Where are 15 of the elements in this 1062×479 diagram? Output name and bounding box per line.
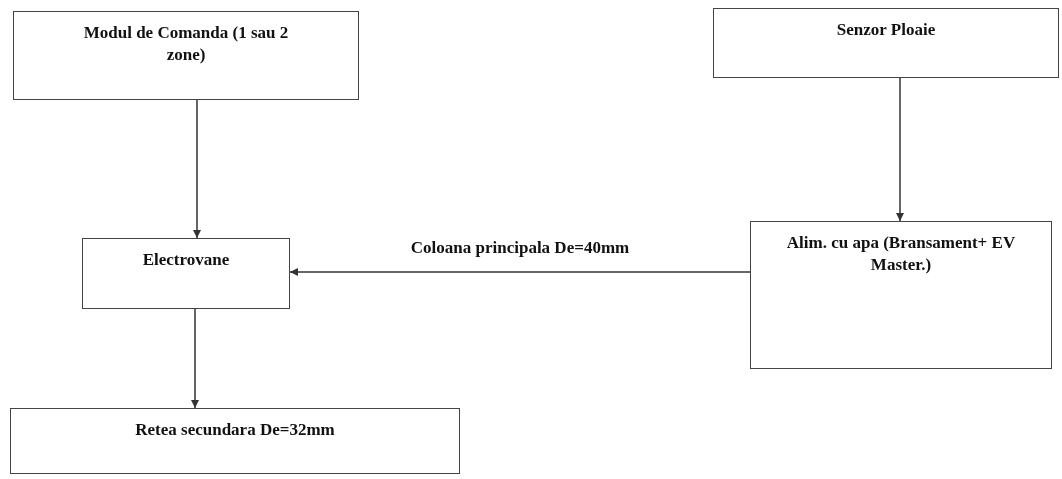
edge-label: Coloana principala De=40mm bbox=[410, 238, 630, 258]
process-box bbox=[713, 8, 1059, 78]
arrow bbox=[193, 99, 201, 239]
process-box bbox=[13, 11, 359, 100]
process-box bbox=[10, 408, 460, 474]
process-box bbox=[750, 221, 1052, 369]
process-box bbox=[82, 238, 290, 309]
box-label: Retea secundara De=32mm bbox=[135, 419, 335, 441]
arrow bbox=[191, 308, 199, 409]
arrow bbox=[289, 268, 751, 276]
box-label: Electrovane bbox=[142, 249, 230, 271]
box-label: Modul de Comanda (1 sau 2 zone) bbox=[82, 22, 290, 67]
arrow bbox=[896, 77, 904, 222]
box-label: Senzor Ploaie bbox=[836, 19, 936, 41]
box-label: Alim. cu apa (Bransament+ EV Master.) bbox=[786, 232, 1016, 277]
